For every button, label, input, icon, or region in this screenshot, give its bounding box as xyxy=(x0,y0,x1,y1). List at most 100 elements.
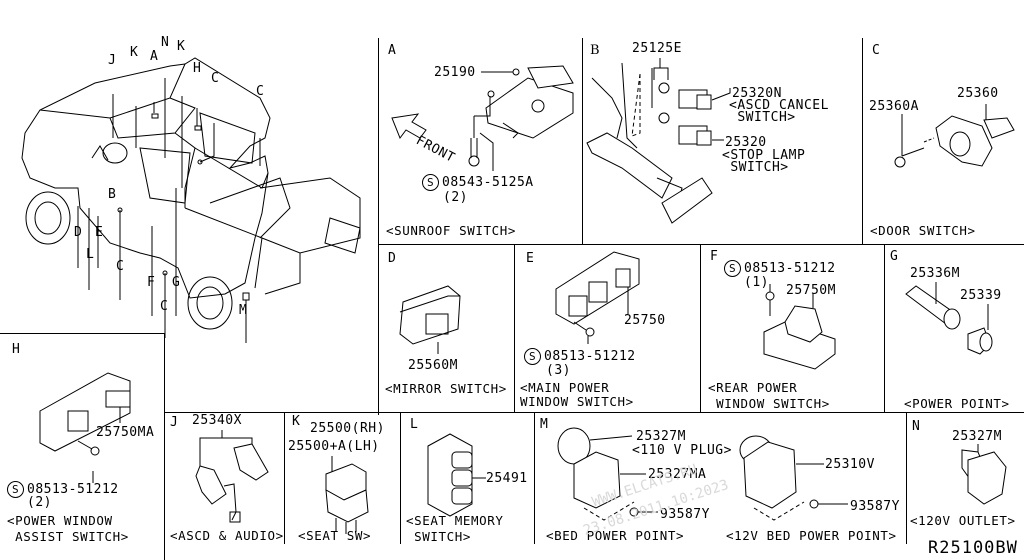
divider xyxy=(378,38,379,415)
divider xyxy=(164,412,1024,413)
panel-caption: WINDOW SWITCH> xyxy=(520,394,634,409)
panel-c-door-switch: C 25360A 25360 <DOOR SWITCH> xyxy=(862,38,1024,244)
panel-letter: K xyxy=(292,414,300,429)
assist-switch-illustration xyxy=(39,372,131,483)
callout-n: N xyxy=(161,35,169,50)
bolt-part: 08543-5125A xyxy=(442,175,534,190)
panel-letter: G xyxy=(890,249,898,264)
callout-c: C xyxy=(256,84,264,99)
standard-part-symbol: S xyxy=(524,348,541,365)
callout-b: B xyxy=(108,187,116,202)
panel-letter: D xyxy=(388,251,396,266)
panel-caption: <MIRROR SWITCH> xyxy=(385,381,507,396)
callout-k: K xyxy=(177,39,185,54)
callout-f: F xyxy=(147,275,155,290)
callout-g: G xyxy=(172,275,180,290)
panel-letter: J xyxy=(170,415,178,430)
panel-caption: <120V OUTLET> xyxy=(910,513,1016,528)
part-number: 25310V xyxy=(825,457,875,472)
bolt-part: 08513-51212 xyxy=(544,349,636,364)
part-number: 25190 xyxy=(434,65,476,80)
panel-caption: <BED POWER POINT> xyxy=(546,528,685,543)
callout-k: K xyxy=(130,45,138,60)
standard-part-symbol: S xyxy=(422,174,439,191)
panel-k-seat-switch: K 25500(RH) 25500+A(LH) <SEAT SW> xyxy=(284,412,400,544)
part-number: 93587Y xyxy=(660,507,710,522)
part-number: 25327M xyxy=(952,429,1002,444)
standard-part-symbol: S xyxy=(7,481,24,498)
bed-power-point-illustration xyxy=(557,427,848,521)
panel-caption: <ASCD & AUDIO> xyxy=(170,528,284,543)
seat-memory-switch-illustration xyxy=(427,433,486,517)
door-switch-illustration xyxy=(894,104,1015,168)
divider xyxy=(0,333,164,334)
panel-letter: A xyxy=(388,43,396,58)
part-number: 25500+A(LH) xyxy=(288,439,380,454)
part-number: 25360 xyxy=(957,86,999,101)
panel-caption: WINDOW SWITCH> xyxy=(708,396,830,411)
bolt-quantity: (2) xyxy=(27,495,52,510)
panel-letter: C xyxy=(872,43,880,58)
bolt-quantity: (2) xyxy=(443,190,468,205)
bolt-quantity: (3) xyxy=(546,363,571,378)
callout-e: E xyxy=(95,225,103,240)
part-number: 25560M xyxy=(408,358,458,373)
part-number: 25340X xyxy=(192,413,242,428)
part-number: 25125E xyxy=(632,41,682,56)
panel-letter: E xyxy=(526,251,534,266)
brake-pedal-illustration xyxy=(586,58,731,224)
callout-m: M xyxy=(239,303,247,318)
divider xyxy=(378,244,1024,245)
rear-window-switch-illustration xyxy=(763,284,836,370)
divider xyxy=(884,244,885,412)
truck-illustration xyxy=(21,57,361,343)
standard-part-symbol: S xyxy=(724,260,741,277)
panel-g-power-point: G 25336M 25339 <POWER POINT> xyxy=(884,244,1024,412)
panel-letter: M xyxy=(540,417,548,432)
callout-l: L xyxy=(86,247,94,262)
bolt-quantity: (1) xyxy=(744,275,769,290)
power-point-illustration xyxy=(905,282,993,355)
bolt-part: 08513-51212 xyxy=(744,261,836,276)
panel-caption: <SEAT SW> xyxy=(298,528,372,543)
divider xyxy=(906,412,907,544)
panel-d-mirror-switch: D 25560M <MIRROR SWITCH> xyxy=(378,244,514,412)
bolt-part: 08513-51212 xyxy=(27,482,119,497)
part-number: 25750 xyxy=(624,313,666,328)
panel-letter: L xyxy=(410,417,418,432)
outlet-illustration xyxy=(961,444,1007,505)
callout-a: A xyxy=(150,49,158,64)
part-number: 93587Y xyxy=(850,499,900,514)
main-window-switch-illustration xyxy=(555,251,640,344)
panel-j-ascd-audio-switch: J 25340X <ASCD & AUDIO> xyxy=(164,412,284,544)
divider xyxy=(534,412,535,544)
part-note: SWITCH> xyxy=(722,160,789,175)
part-number: 25336M xyxy=(910,266,960,281)
steering-switch-illustration xyxy=(195,430,269,523)
panel-caption: <MAIN POWER xyxy=(520,380,610,395)
callout-c: C xyxy=(116,259,124,274)
part-number: 25327MA xyxy=(648,467,707,482)
seat-switch-illustration xyxy=(325,456,369,534)
callout-d: D xyxy=(74,225,82,240)
panel-caption: <SUNROOF SWITCH> xyxy=(386,223,517,238)
callout-h: H xyxy=(193,61,201,76)
part-number: 25360A xyxy=(869,99,919,114)
part-number: 25750MA xyxy=(96,425,155,440)
part-note: <110 V PLUG> xyxy=(632,443,732,458)
callout-c: C xyxy=(211,71,219,86)
panel-caption: ASSIST SWITCH> xyxy=(7,529,129,544)
panel-l-seat-memory-switch: L 25491 <SEAT MEMORY SWITCH> xyxy=(400,412,534,544)
divider xyxy=(700,244,701,412)
callout-j: J xyxy=(108,53,116,68)
panel-b-pedal-switches: B 25125E 25320N <ASCD CANCEL SWITCH> 253… xyxy=(582,38,862,244)
vehicle-overview: J K A N K H C C D E L B C F G C M xyxy=(0,35,378,343)
panel-caption: <SEAT MEMORY xyxy=(406,513,504,528)
divider xyxy=(862,38,863,245)
